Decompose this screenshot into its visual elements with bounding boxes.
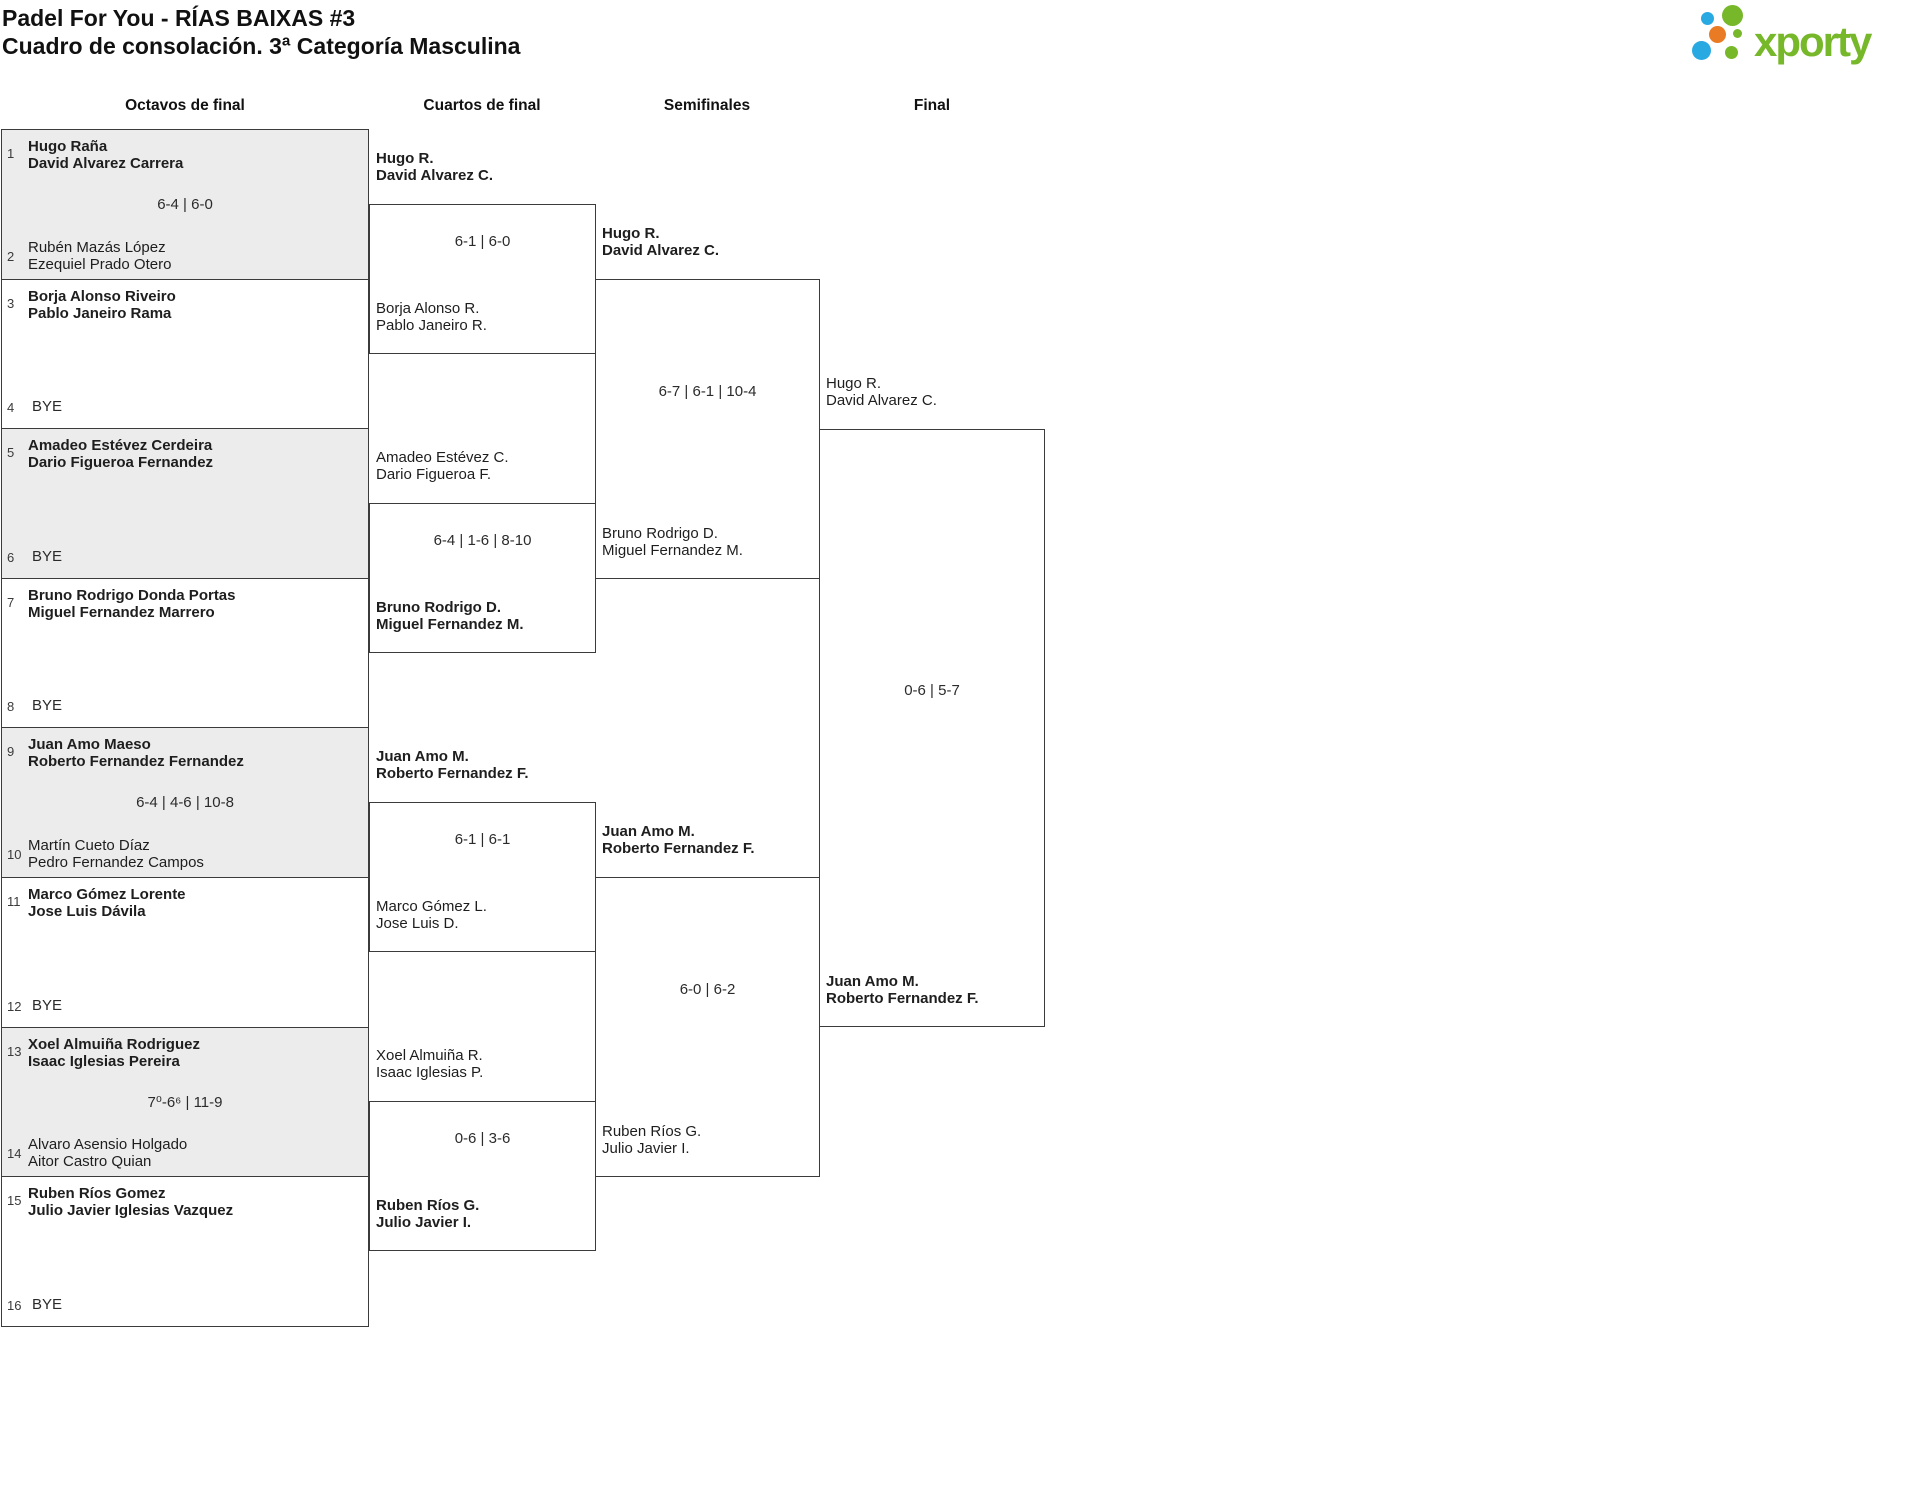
logo-dot-green-large bbox=[1722, 5, 1743, 26]
slot-number: 13 bbox=[7, 1044, 22, 1059]
team-names: Ruben Ríos G.Julio Javier I. bbox=[376, 1197, 480, 1231]
logo-dot-orange bbox=[1709, 26, 1726, 43]
slot-number: 15 bbox=[7, 1193, 22, 1208]
slot-number: 9 bbox=[7, 744, 15, 759]
team-names: Amadeo Estévez C.Dario Figueroa F. bbox=[376, 449, 509, 483]
match-score: 7⁰-6⁶ | 11-9 bbox=[147, 1094, 223, 1111]
page-subtitle: Cuadro de consolación. 3ª Categoría Masc… bbox=[2, 33, 521, 59]
match-score: 6-4 | 1-6 | 8-10 bbox=[433, 532, 532, 549]
slot-number: 1 bbox=[7, 146, 15, 161]
match-score: 0-6 | 5-7 bbox=[904, 682, 960, 699]
team-names: Xoel Almuiña R.Isaac Iglesias P. bbox=[376, 1047, 484, 1081]
team-names: Juan Amo M.Roberto Fernandez F. bbox=[826, 973, 979, 1007]
slot-number: 12 bbox=[7, 999, 22, 1014]
match-box-qf-1 bbox=[369, 204, 596, 354]
logo-text: xporty bbox=[1754, 18, 1872, 65]
bye-label: BYE bbox=[32, 548, 63, 565]
slot-number: 3 bbox=[7, 296, 15, 311]
bye-label: BYE bbox=[32, 1296, 63, 1313]
match-score: 6-1 | 6-0 bbox=[454, 233, 511, 250]
slot-number: 6 bbox=[7, 550, 15, 565]
bye-label: BYE bbox=[32, 997, 63, 1014]
match-box-sf-1 bbox=[595, 279, 820, 579]
logo-dot-green-small bbox=[1725, 46, 1738, 59]
team-names: Hugo R.David Alvarez C. bbox=[602, 225, 719, 259]
round-header-final: Final bbox=[913, 97, 951, 114]
match-score: 6-1 | 6-1 bbox=[454, 831, 511, 848]
slot-number: 14 bbox=[7, 1146, 22, 1161]
logo-dot-blue-large bbox=[1692, 41, 1711, 60]
slot-number: 11 bbox=[7, 894, 21, 909]
slot-number: 10 bbox=[7, 847, 22, 862]
team-names: Hugo R.David Alvarez C. bbox=[376, 150, 493, 184]
match-box-qf-3 bbox=[369, 802, 596, 952]
team-names: Borja Alonso R.Pablo Janeiro R. bbox=[376, 300, 487, 334]
match-box-qf-4 bbox=[369, 1101, 596, 1251]
round-header-semifinales: Semifinales bbox=[663, 97, 751, 114]
match-score: 6-4 | 4-6 | 10-8 bbox=[136, 794, 234, 811]
team-names: Juan Amo M.Roberto Fernandez F. bbox=[376, 748, 529, 782]
match-score: 6-0 | 6-2 bbox=[679, 981, 736, 998]
logo-dot-green-tiny bbox=[1733, 29, 1742, 38]
team-names: Marco Gómez L.Jose Luis D. bbox=[376, 898, 487, 932]
team-names: Bruno Rodrigo D.Miguel Fernandez M. bbox=[376, 599, 524, 633]
match-box-sf-2 bbox=[595, 877, 820, 1177]
xporty-logo[interactable]: xporty bbox=[1690, 2, 1918, 72]
team-names: Hugo R.David Alvarez C. bbox=[826, 375, 937, 409]
match-score: 0-6 | 3-6 bbox=[454, 1130, 511, 1147]
slot-number: 7 bbox=[7, 595, 15, 610]
slot-number: 16 bbox=[7, 1298, 22, 1313]
team-names: Bruno Rodrigo D.Miguel Fernandez M. bbox=[602, 525, 743, 559]
slot-number: 2 bbox=[7, 249, 15, 264]
match-box-final bbox=[819, 429, 1045, 1027]
team-names: Juan Amo M.Roberto Fernandez F. bbox=[602, 823, 755, 857]
page-title: Padel For You - RÍAS BAIXAS #3 bbox=[2, 5, 356, 31]
bye-label: BYE bbox=[32, 697, 63, 714]
logo-dot-blue-small bbox=[1701, 12, 1714, 25]
slot-number: 4 bbox=[7, 400, 15, 415]
slot-number: 8 bbox=[7, 699, 15, 714]
match-score: 6-4 | 6-0 bbox=[157, 196, 213, 213]
round-header-cuartos: Cuartos de final bbox=[423, 97, 541, 114]
match-score: 6-7 | 6-1 | 10-4 bbox=[658, 383, 757, 400]
team-names: Ruben Ríos G.Julio Javier I. bbox=[602, 1123, 702, 1157]
slot-number: 5 bbox=[7, 445, 15, 460]
match-box-qf-2 bbox=[369, 503, 596, 653]
bye-label: BYE bbox=[32, 398, 63, 415]
round-header-octavos: Octavos de final bbox=[125, 97, 245, 114]
